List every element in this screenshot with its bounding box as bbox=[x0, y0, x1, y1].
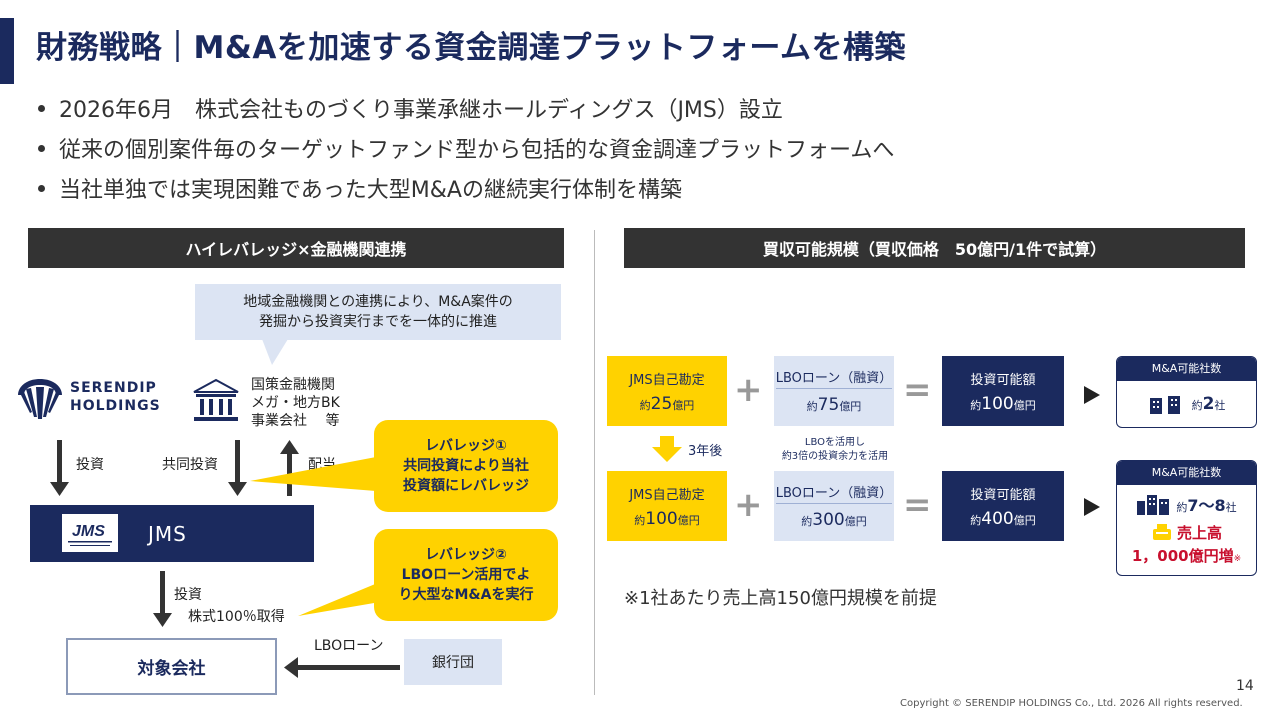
play-arrow-icon bbox=[1084, 386, 1100, 404]
copyright: Copyright © SERENDIP HOLDINGS Co., Ltd. … bbox=[900, 698, 1243, 709]
serendip-logo-text: SERENDIP HOLDINGS bbox=[70, 380, 161, 414]
serendip-logo-icon bbox=[18, 379, 62, 419]
callout-tail bbox=[262, 339, 288, 365]
bullet-list: 2026年6月 株式会社ものづくり事業承継ホールディングス（JMS）設立 従来の… bbox=[38, 88, 938, 208]
regional-bank-callout: 地域金融機関との連携により、M&A案件の 発掘から投資実行までを一体的に推進 bbox=[195, 284, 561, 340]
after-three-years-label: 3年後 bbox=[688, 444, 723, 459]
financial-institutions-label: 国策金融機関 メガ・地方BK 事業会社 等 bbox=[251, 377, 340, 429]
bullet-dot-icon bbox=[38, 144, 45, 152]
page-title: 財務戦略｜M&Aを加速する資金調達プラットフォームを構築 bbox=[36, 30, 906, 66]
plus-icon: + bbox=[734, 370, 763, 410]
jms-logo-icon: JMS bbox=[62, 514, 118, 552]
buildings-cluster-icon bbox=[1137, 495, 1170, 515]
cash-register-icon bbox=[1152, 524, 1171, 540]
page-number: 14 bbox=[1236, 678, 1254, 694]
co-invest-label: 共同投資 bbox=[162, 457, 218, 473]
row1-investable-amount: 投資可能額 約100億円 bbox=[942, 356, 1064, 426]
lbo-loan-arrow-icon bbox=[284, 657, 400, 678]
bullet-item: 従来の個別案件毎のターゲットファンド型から包括的な資金調達プラットフォームへ bbox=[38, 128, 938, 168]
play-arrow-icon bbox=[1084, 498, 1100, 516]
row2-own-capital: JMS自己勘定 約100億円 bbox=[607, 471, 727, 541]
leverage-1-callout-tail bbox=[250, 457, 376, 491]
lbo-loan-label: LBOローン bbox=[314, 638, 384, 654]
leverage-1-callout: レバレッジ① 共同投資により当社 投資額にレバレッジ bbox=[374, 420, 558, 512]
bullet-dot-icon bbox=[38, 104, 45, 112]
left-section-header: ハイレバレッジ×金融機関連携 bbox=[28, 228, 564, 268]
leverage-2-callout-tail bbox=[298, 582, 380, 616]
row2-investable-amount: 投資可能額 約400億円 bbox=[942, 471, 1064, 541]
leverage-2-callout: レバレッジ② LBOローン活用でよ り大型なM&Aを実行 bbox=[374, 529, 558, 621]
bank-building-icon bbox=[193, 378, 239, 421]
invest-down-arrow-icon bbox=[153, 571, 172, 627]
jms-name: JMS bbox=[148, 522, 187, 546]
right-section-header: 買収可能規模（買収価格 50億円/1件で試算） bbox=[624, 228, 1245, 268]
bank-group-box: 銀行団 bbox=[404, 639, 502, 685]
bullet-item: 2026年6月 株式会社ものづくり事業承継ホールディングス（JMS）設立 bbox=[38, 88, 938, 128]
buildings-icon bbox=[1149, 396, 1180, 414]
serendip-logo: SERENDIP HOLDINGS bbox=[14, 375, 174, 423]
plus-icon: + bbox=[734, 485, 763, 525]
invest-label-2: 投資 bbox=[174, 587, 202, 603]
down-arrow-yellow-icon bbox=[652, 436, 682, 462]
bullet-item: 当社単独では実現困難であった大型M&Aの継続実行体制を構築 bbox=[38, 168, 938, 208]
footnote: ※1社あたり売上高150億円規模を前提 bbox=[624, 588, 937, 609]
title-accent-bar bbox=[0, 18, 14, 84]
target-company-box: 対象会社 bbox=[66, 638, 277, 695]
row1-ma-count-box: M&A可能社数 約2社 bbox=[1116, 356, 1257, 428]
svg-text:JMS: JMS bbox=[72, 523, 105, 540]
equals-icon: = bbox=[903, 485, 932, 525]
acquire-label: 株式100％取得 bbox=[188, 609, 285, 625]
bullet-dot-icon bbox=[38, 184, 45, 192]
row1-lbo-loan: LBOローン（融資） 約75億円 bbox=[774, 356, 894, 426]
equals-icon: = bbox=[903, 370, 932, 410]
row1-own-capital: JMS自己勘定 約25億円 bbox=[607, 356, 727, 426]
lbo-note: LBOを活用し 約3倍の投資余力を活用 bbox=[781, 437, 889, 462]
section-divider bbox=[594, 230, 595, 695]
invest-label: 投資 bbox=[76, 457, 104, 473]
row2-lbo-loan: LBOローン（融資） 約300億円 bbox=[774, 471, 894, 541]
row2-ma-count-box: M&A可能社数 約7～8社 売上高 1，000億円増※ bbox=[1116, 460, 1257, 576]
